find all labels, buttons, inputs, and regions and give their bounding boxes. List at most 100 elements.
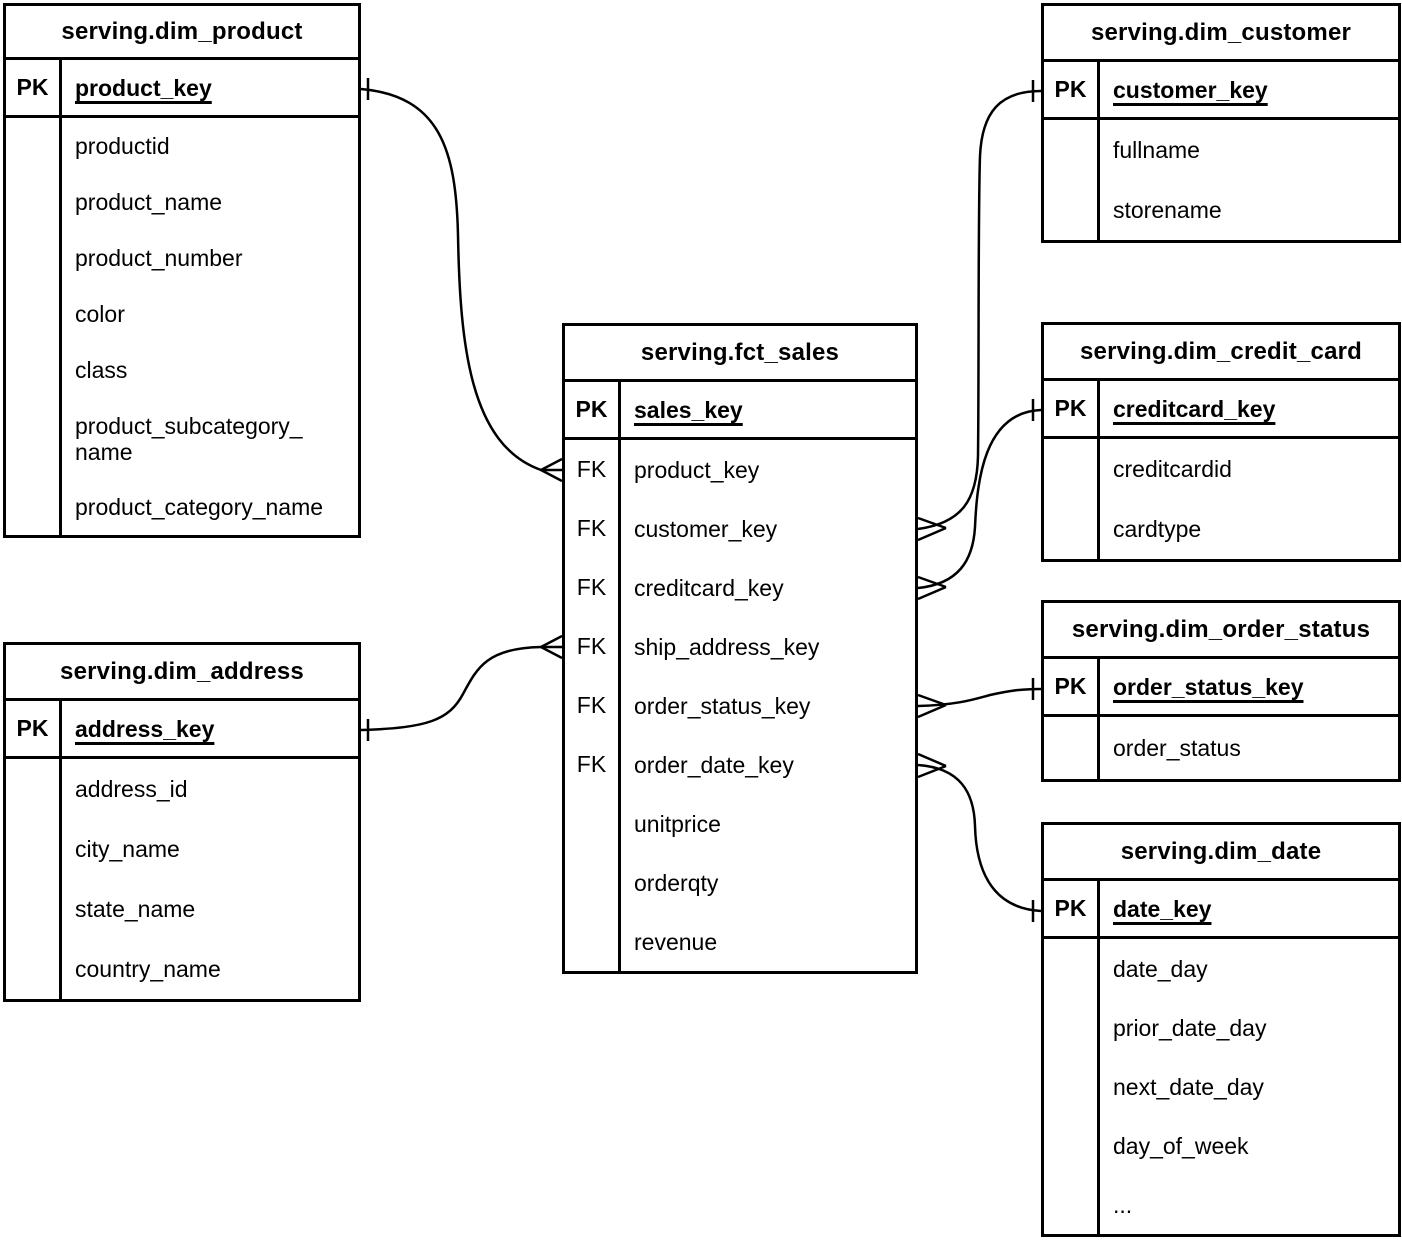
key-column-cell	[565, 794, 621, 853]
connector-line	[917, 687, 1042, 708]
fk-label: FK	[565, 499, 621, 558]
key-column-cell	[565, 912, 621, 971]
key-column-cell	[6, 939, 62, 999]
field-name: state_name	[75, 896, 196, 922]
pk-field: product_key	[75, 74, 212, 101]
field-name: product_name	[75, 189, 223, 215]
connector-line	[917, 89, 1042, 531]
field-name: day_of_week	[1113, 1132, 1249, 1159]
pk-label: PK	[1044, 881, 1100, 936]
fk-field: order_status_key	[634, 692, 811, 719]
field-name: next_date_day	[1113, 1073, 1264, 1100]
fk-label: FK	[565, 617, 621, 676]
key-column-cell	[1044, 120, 1100, 180]
relationship-sales-credit-card	[917, 399, 1042, 601]
pk-label: PK	[1044, 381, 1100, 436]
field-name: date_day	[1113, 955, 1208, 982]
pk-field: date_key	[1113, 895, 1212, 922]
key-column-cell	[6, 398, 62, 479]
fk-field: order_date_key	[634, 751, 794, 778]
pk-label: PK	[6, 701, 62, 756]
many-marker-icon	[917, 752, 947, 779]
field-name: ...	[1113, 1191, 1133, 1218]
key-column-cell	[6, 118, 62, 174]
table-title: serving.dim_date	[1044, 825, 1398, 881]
table-title: serving.dim_order_status	[1044, 603, 1398, 659]
key-column-cell	[6, 230, 62, 286]
field-name: prior_date_day	[1113, 1014, 1267, 1041]
field-name: productid	[75, 133, 170, 159]
field-name: product_subcategory_ name	[75, 412, 303, 465]
field-name: order_status	[1113, 735, 1241, 761]
key-column-cell	[6, 342, 62, 398]
field-name: class	[75, 357, 128, 383]
connector-line	[917, 763, 1042, 913]
connector-line	[917, 408, 1042, 590]
relationship-sales-date	[917, 752, 1042, 922]
fk-label: FK	[565, 558, 621, 617]
field-name: address_id	[75, 776, 188, 802]
pk-label: PK	[1044, 62, 1100, 117]
table-title: serving.fct_sales	[565, 326, 915, 382]
relationship-address-sales	[360, 634, 563, 741]
fk-field: ship_address_key	[634, 633, 820, 660]
field-name: country_name	[75, 956, 221, 982]
key-column-cell	[1044, 998, 1100, 1057]
key-column-cell	[1044, 1175, 1100, 1234]
key-column-cell	[6, 479, 62, 535]
field-name: revenue	[634, 928, 718, 955]
field-name: product_number	[75, 245, 243, 271]
field-name: orderqty	[634, 869, 719, 896]
relationship-product-sales	[360, 78, 563, 483]
key-column-cell	[1044, 439, 1100, 499]
key-column-cell	[6, 174, 62, 230]
pk-field: customer_key	[1113, 76, 1268, 103]
key-column-cell	[1044, 1057, 1100, 1116]
fk-label: FK	[565, 735, 621, 794]
fk-label: FK	[565, 676, 621, 735]
many-marker-icon	[540, 457, 563, 483]
entity-dim-product: serving.dim_product PK product_key produ…	[3, 3, 361, 538]
pk-label: PK	[6, 60, 62, 115]
relationship-sales-customer	[917, 80, 1042, 542]
connector-line	[360, 87, 562, 472]
entity-dim-credit-card: serving.dim_credit_card PK creditcard_ke…	[1041, 322, 1401, 562]
key-column-cell	[6, 759, 62, 819]
pk-field: sales_key	[634, 396, 743, 423]
relationship-sales-order-status	[917, 678, 1042, 719]
many-marker-icon	[917, 693, 947, 719]
key-column-cell	[1044, 939, 1100, 998]
fk-field: creditcard_key	[634, 574, 784, 601]
many-marker-icon	[540, 634, 563, 660]
many-marker-icon	[917, 516, 947, 542]
table-title: serving.dim_customer	[1044, 6, 1398, 62]
entity-dim-order-status: serving.dim_order_status PK order_status…	[1041, 600, 1401, 782]
key-column-cell	[565, 853, 621, 912]
fk-field: customer_key	[634, 515, 778, 542]
fk-field: product_key	[634, 456, 760, 483]
key-column-cell	[6, 819, 62, 879]
pk-field: order_status_key	[1113, 673, 1304, 700]
field-name: creditcardid	[1113, 456, 1232, 482]
field-name: city_name	[75, 836, 180, 862]
fk-label: FK	[565, 440, 621, 499]
table-title: serving.dim_product	[6, 6, 358, 60]
many-marker-icon	[917, 575, 947, 601]
key-column-cell	[1044, 1116, 1100, 1175]
table-title: serving.dim_address	[6, 645, 358, 701]
pk-field: creditcard_key	[1113, 395, 1276, 422]
field-name: color	[75, 301, 125, 327]
field-name: fullname	[1113, 137, 1200, 163]
key-column-cell	[6, 879, 62, 939]
entity-dim-date: serving.dim_date PK date_key date_day pr…	[1041, 822, 1401, 1237]
key-column-cell	[1044, 180, 1100, 240]
pk-field: address_key	[75, 715, 215, 742]
entity-dim-address: serving.dim_address PK address_key addre…	[3, 642, 361, 1002]
entity-dim-customer: serving.dim_customer PK customer_key ful…	[1041, 3, 1401, 243]
table-title: serving.dim_credit_card	[1044, 325, 1398, 381]
key-column-cell	[1044, 499, 1100, 559]
pk-label: PK	[565, 382, 621, 437]
pk-label: PK	[1044, 659, 1100, 714]
field-name: unitprice	[634, 810, 721, 837]
